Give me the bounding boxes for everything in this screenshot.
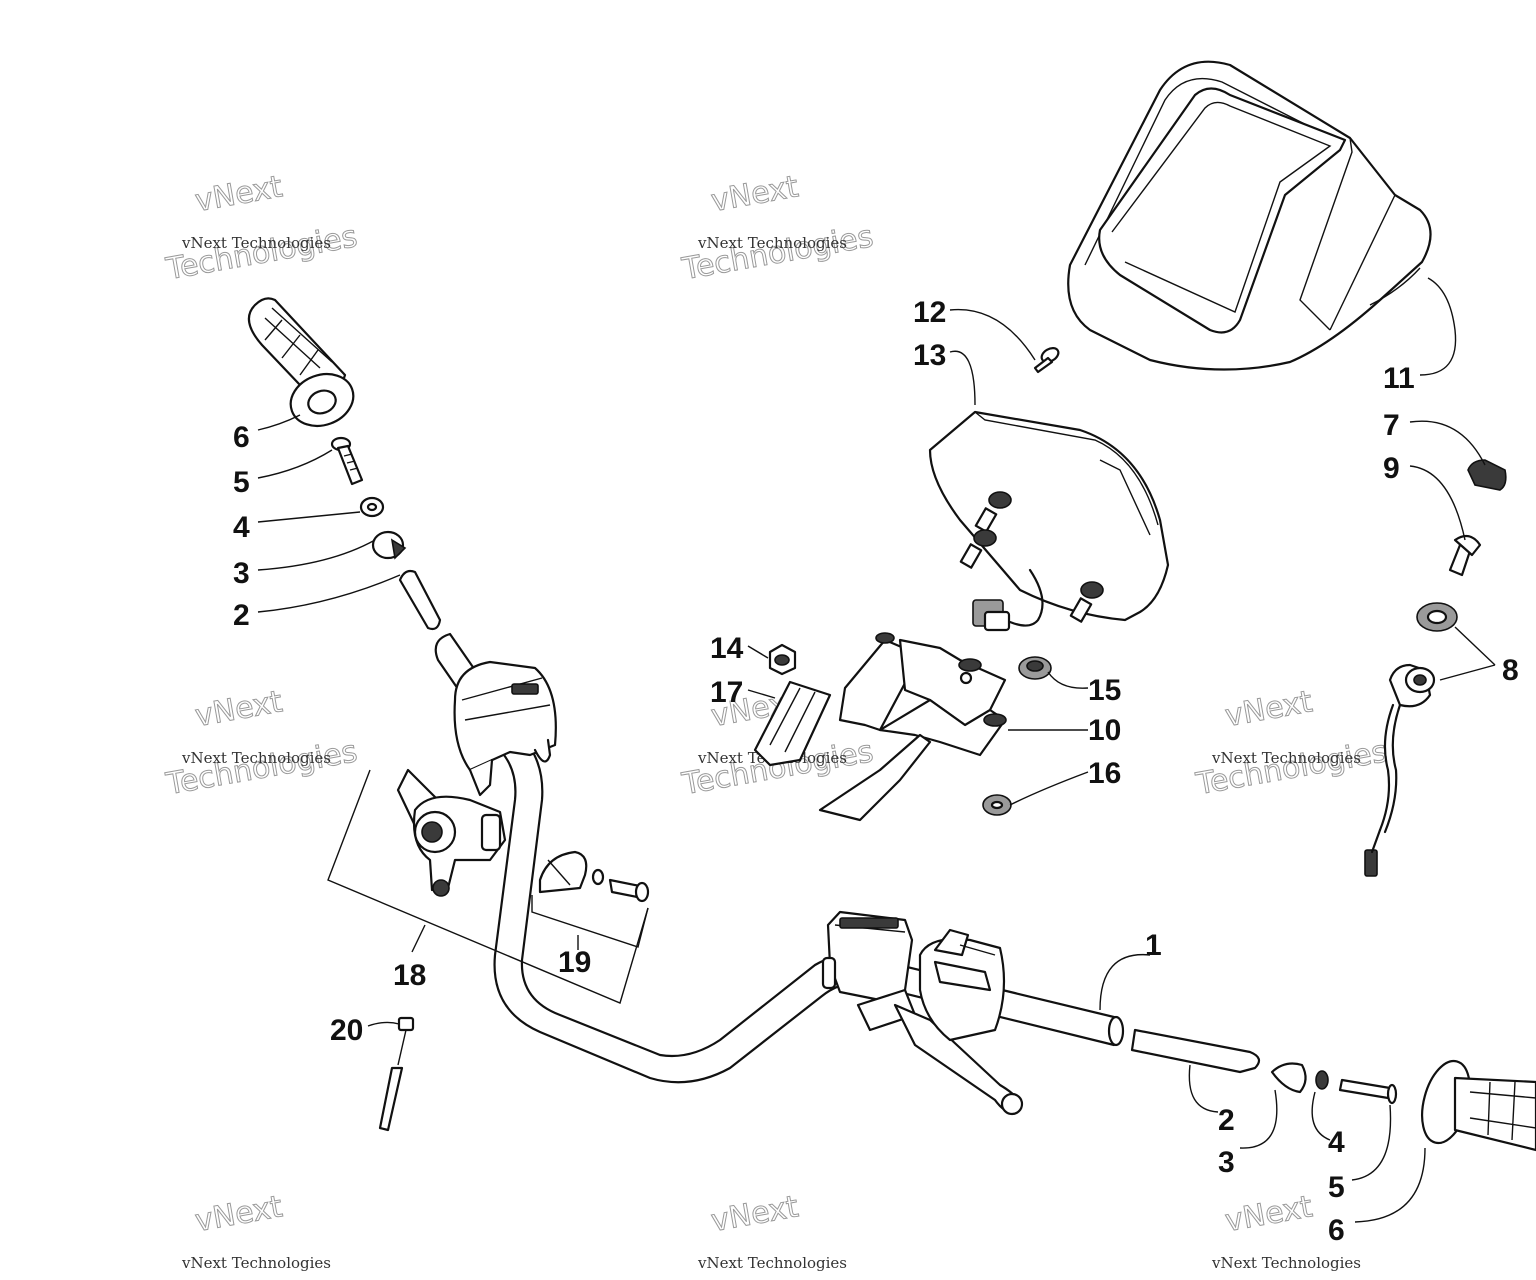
svg-text:vNext: vNext	[709, 169, 802, 219]
callout-3: 3	[1218, 1146, 1235, 1179]
part-18-throttle-assembly	[396, 768, 507, 897]
callout-5: 5	[1328, 1171, 1345, 1204]
callout-4: 4	[1328, 1126, 1345, 1159]
watermark: vNext vNext Technologies	[181, 1189, 331, 1272]
callout-2: 2	[1218, 1104, 1235, 1137]
callout-17: 17	[710, 676, 743, 709]
svg-text:vNext: vNext	[1223, 1189, 1316, 1239]
callout-8: 8	[1502, 654, 1519, 687]
svg-text:Technologies: Technologies	[679, 219, 876, 287]
callout-3: 3	[233, 557, 250, 590]
part-9-key	[1448, 534, 1482, 577]
part-19-clamp	[538, 850, 650, 903]
callout-16: 16	[1088, 757, 1121, 790]
watermark: vNext vNext Technologies	[697, 1189, 847, 1272]
part-10-bracket	[818, 632, 1007, 822]
callout-2: 2	[233, 599, 250, 632]
part-15-grommet	[1018, 656, 1052, 680]
svg-text:vNext: vNext	[193, 684, 286, 734]
callout-9: 9	[1383, 452, 1400, 485]
svg-text:Technologies: Technologies	[1193, 734, 1390, 802]
watermark: vNext Technologies vNext Technologies	[1193, 684, 1391, 803]
svg-text:vNext Technologies: vNext Technologies	[181, 749, 331, 767]
svg-text:vNext: vNext	[193, 169, 286, 219]
part-8-ignition-switch	[1364, 602, 1458, 877]
callout-1: 1	[1145, 929, 1162, 962]
svg-text:vNext: vNext	[709, 1189, 802, 1239]
part-13-instrument-cluster	[928, 410, 1170, 632]
stud	[974, 491, 1012, 533]
callout-13: 13	[913, 339, 946, 372]
callout-5: 5	[233, 466, 250, 499]
part-7-key-cap	[1467, 459, 1507, 491]
watermark: vNext Technologies vNext Technologies	[679, 169, 877, 288]
callout-18: 18	[393, 959, 426, 992]
part-14-nut	[768, 643, 797, 676]
callout-20: 20	[330, 1014, 363, 1047]
callout-12: 12	[913, 296, 946, 329]
svg-text:vNext Technologies: vNext Technologies	[697, 234, 847, 252]
svg-text:vNext Technologies: vNext Technologies	[697, 1254, 847, 1272]
part-4-left-washer	[359, 496, 385, 518]
svg-text:vNext Technologies: vNext Technologies	[181, 234, 331, 252]
callout-11: 11	[1383, 362, 1415, 395]
part-3-right-plug	[1270, 1062, 1307, 1094]
svg-text:Technologies: Technologies	[163, 734, 360, 802]
part-2-left-insert	[398, 569, 442, 631]
svg-text:vNext Technologies: vNext Technologies	[181, 1254, 331, 1272]
callout-15: 15	[1088, 674, 1121, 707]
brake-lever	[893, 1003, 1024, 1116]
callout-4: 4	[233, 511, 250, 544]
left-switch-housing	[453, 660, 557, 797]
stud	[1069, 581, 1104, 623]
stud	[959, 529, 997, 569]
callout-labels: 6 5 4 3 2 12 13 11 7 9 8 14 17 15 10 16 …	[233, 296, 1519, 1247]
callout-19: 19	[558, 946, 591, 979]
part-4-right-washer	[1315, 1070, 1329, 1090]
watermark: vNext Technologies vNext Technologies	[163, 169, 361, 288]
svg-text:vNext Technologies: vNext Technologies	[1211, 749, 1361, 767]
part-6-left-grip	[247, 297, 355, 428]
svg-text:vNext Technologies: vNext Technologies	[1211, 1254, 1361, 1272]
callout-6: 6	[233, 421, 250, 454]
part-6-right-grip	[1421, 1059, 1536, 1152]
part-5-left-bolt	[330, 436, 364, 486]
part-12-screw	[1033, 347, 1060, 374]
svg-text:vNext: vNext	[1223, 684, 1316, 734]
part-11-pod-cover	[1067, 60, 1432, 371]
part-16-washer	[982, 794, 1012, 816]
right-switch-housing	[918, 928, 1006, 1042]
part-2-right-insert	[1130, 1028, 1261, 1074]
svg-text:vNext: vNext	[193, 1189, 286, 1239]
part-5-right-bolt	[1338, 1078, 1398, 1105]
leader-lines	[257, 277, 1496, 1223]
part-20-wire-terminal	[378, 1016, 415, 1132]
watermark: vNext Technologies vNext Technologies	[163, 684, 361, 803]
callout-7: 7	[1383, 409, 1400, 442]
svg-text:Technologies: Technologies	[163, 219, 360, 287]
callout-6: 6	[1328, 1214, 1345, 1247]
part-3-left-plug	[371, 530, 407, 560]
callout-10: 10	[1088, 714, 1121, 747]
callout-14: 14	[710, 632, 744, 665]
part-17-pad	[753, 680, 832, 767]
